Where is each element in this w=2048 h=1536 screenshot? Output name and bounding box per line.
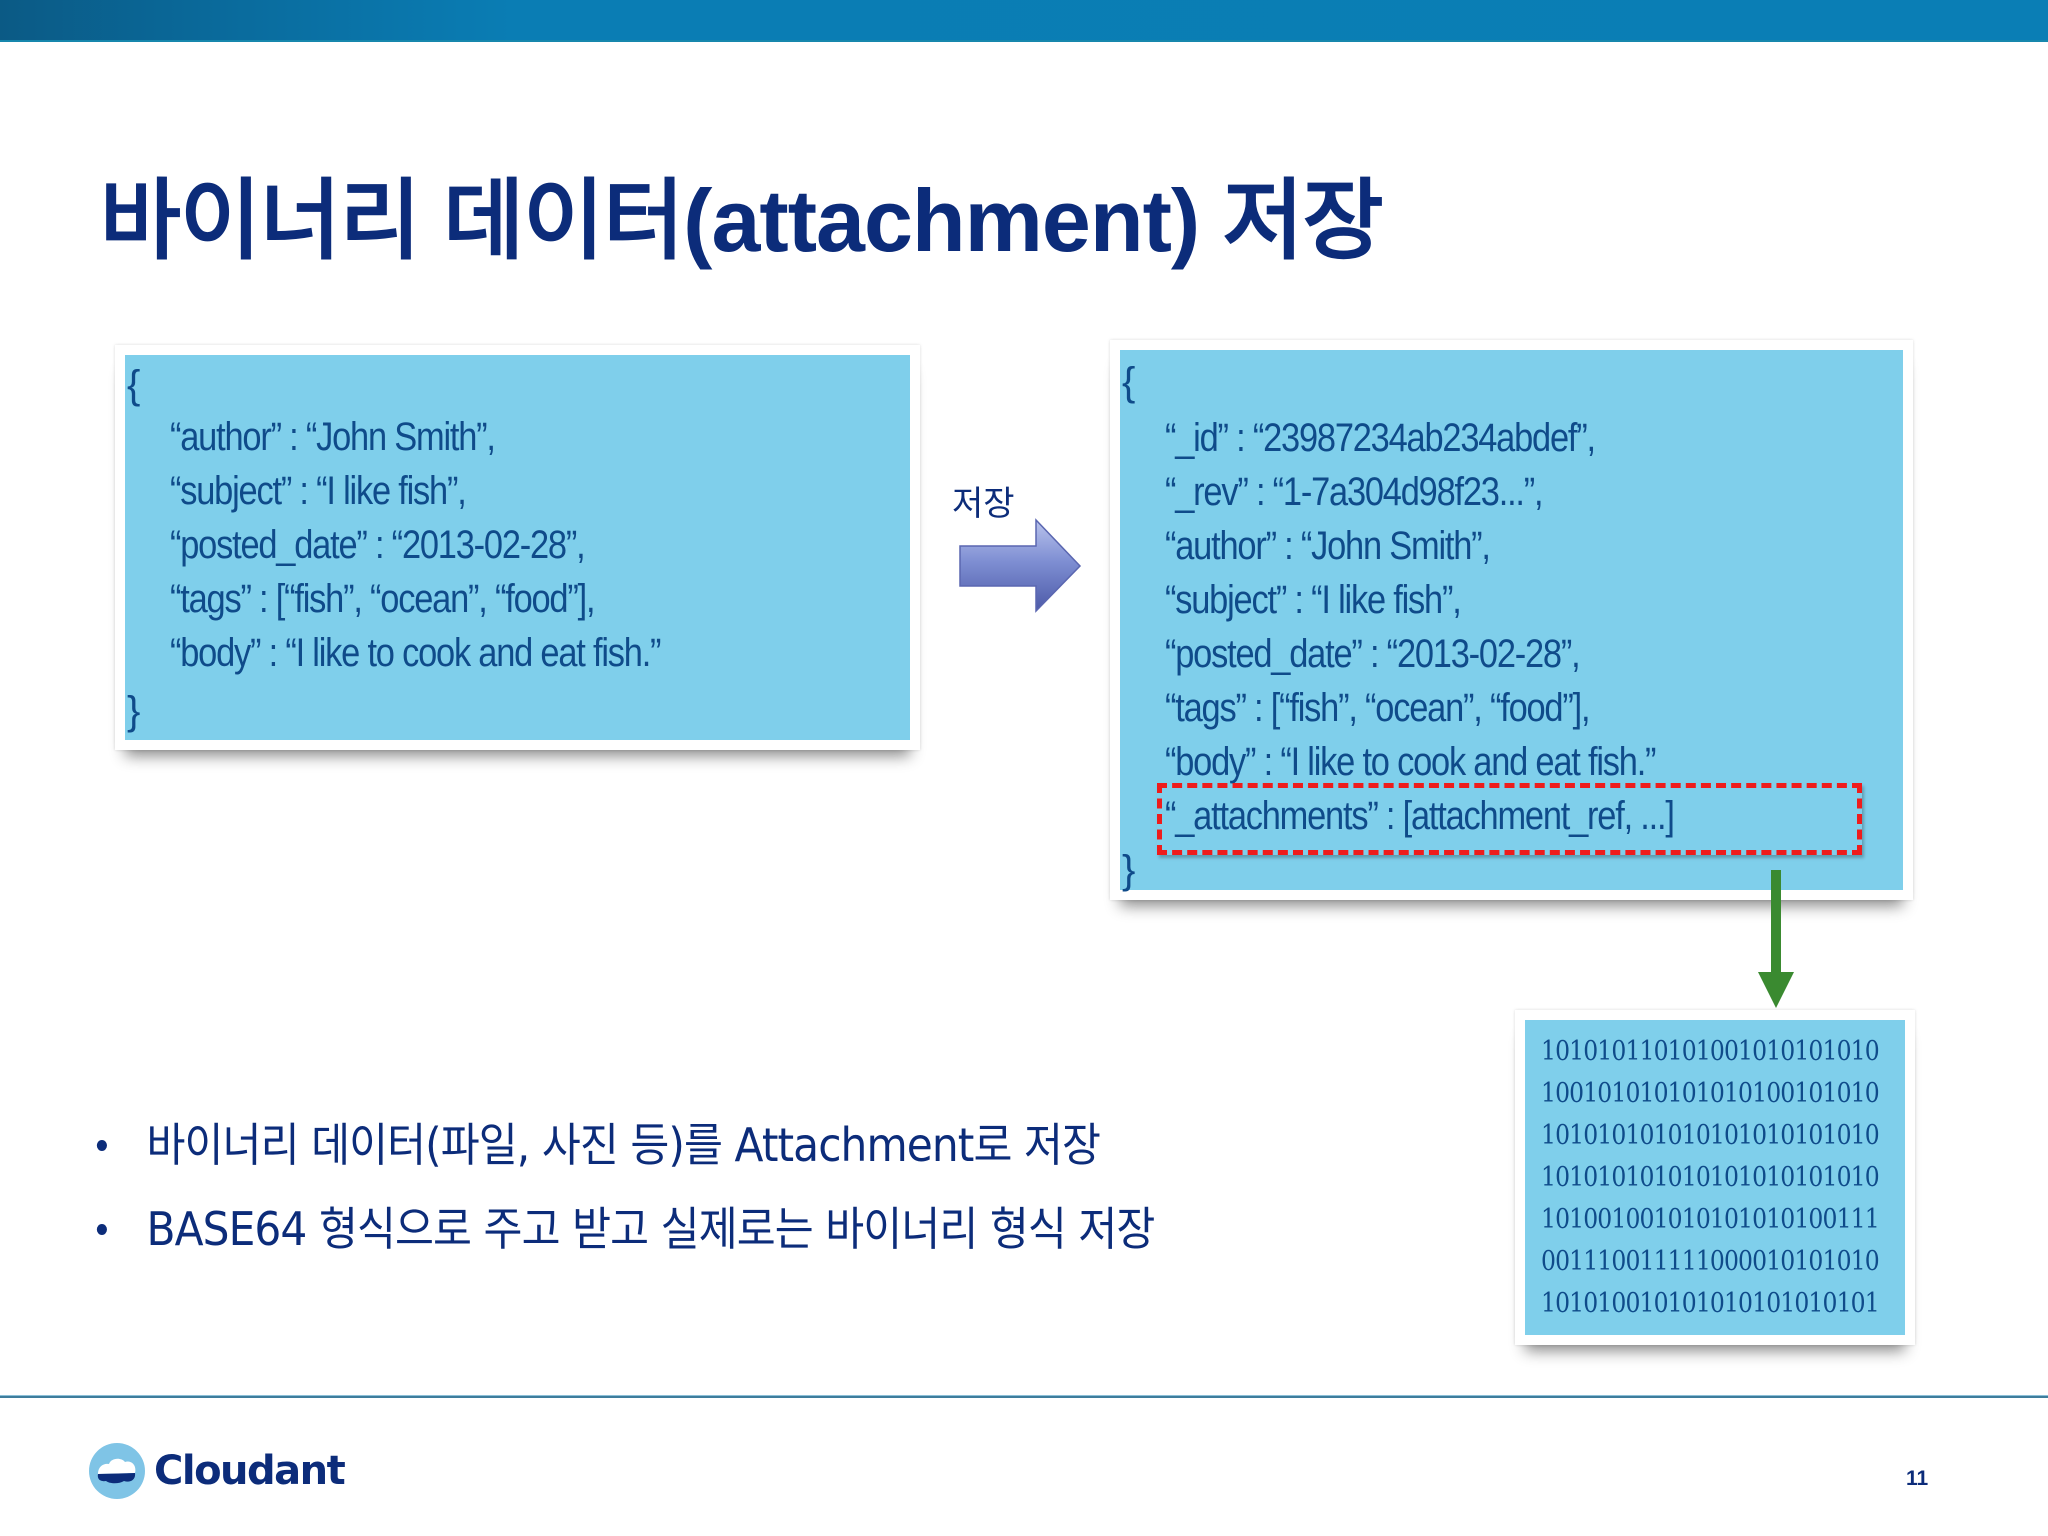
- close-brace: }: [127, 689, 141, 733]
- open-brace: {: [1122, 360, 1136, 404]
- code-line: “author” : “John Smith”,: [1165, 524, 1491, 568]
- code-line: “author” : “John Smith”,: [170, 415, 496, 459]
- binary-line: 101001001010101010100111: [1541, 1204, 1880, 1235]
- bullet-item: 바이너리 데이터(파일, 사진 등)를 Attachment로 저장: [95, 1110, 1154, 1194]
- code-line: “subject” : “I like fish”,: [1165, 578, 1462, 622]
- original-document-body: { “author” : “John Smith”, “subject” : “…: [125, 355, 910, 740]
- binary-line: 101010010101010101010101: [1541, 1288, 1880, 1319]
- slide-title: 바이너리 데이터(attachment) 저장: [100, 171, 1384, 270]
- open-brace: {: [127, 363, 141, 407]
- bullet-item: BASE64 형식으로 주고 받고 실제로는 바이너리 형식 저장: [95, 1194, 1156, 1278]
- logo-text: Cloudant: [154, 1448, 346, 1494]
- footer-divider: [0, 1395, 2048, 1398]
- attachments-line: “_attachments” : [attachment_ref, ...]: [1165, 794, 1675, 838]
- bullet-dot-icon: [96, 1224, 107, 1235]
- bullet-text: 바이너리 데이터(파일, 사진 등)를 Attachment로 저장: [146, 1118, 1101, 1172]
- stored-document-body: { “_id” : “23987234ab234abdef”, “_rev” :…: [1120, 350, 1903, 890]
- original-document-card: { “author” : “John Smith”, “subject” : “…: [115, 345, 920, 750]
- code-line: “body” : “I like to cook and eat fish.”: [170, 631, 662, 675]
- binary-line: 101010101010101010101010: [1541, 1162, 1880, 1193]
- bullet-text: BASE64 형식으로 주고 받고 실제로는 바이너리 형식 저장: [146, 1202, 1156, 1256]
- down-arrow-icon: [1758, 870, 1794, 1008]
- bullet-dot-icon: [96, 1140, 107, 1151]
- close-brace: }: [1122, 848, 1136, 892]
- cloudant-logo: Cloudant: [88, 1442, 346, 1500]
- store-label: 저장: [952, 484, 1015, 524]
- binary-line: 101010110101001010101010: [1541, 1036, 1880, 1067]
- code-line: “subject” : “I like fish”,: [170, 469, 467, 513]
- cloud-logo-icon: [89, 1443, 145, 1499]
- code-line: “posted_date” : “2013-02-28”,: [170, 523, 586, 567]
- binary-data-body: 101010110101001010101010 100101010101010…: [1525, 1020, 1905, 1335]
- binary-line: 100101010101010100101010: [1541, 1078, 1880, 1109]
- code-line: “body” : “I like to cook and eat fish.”: [1165, 740, 1657, 784]
- header-bar: [0, 0, 2048, 42]
- code-line: “_rev” : “1-7a304d98f23...”,: [1165, 470, 1544, 514]
- page-number: 11: [1906, 1467, 1929, 1490]
- binary-line: 001110011111000010101010: [1541, 1246, 1880, 1277]
- bullet-list: 바이너리 데이터(파일, 사진 등)를 Attachment로 저장 BASE6…: [95, 1110, 1247, 1278]
- binary-data-card: 101010110101001010101010 100101010101010…: [1515, 1010, 1915, 1345]
- code-line: “tags” : [“fish”, “ocean”, “food”],: [170, 577, 596, 621]
- code-line: “posted_date” : “2013-02-28”,: [1165, 632, 1581, 676]
- binary-line: 101010101010101010101010: [1541, 1120, 1880, 1151]
- code-line: “tags” : [“fish”, “ocean”, “food”],: [1165, 686, 1591, 730]
- stored-document-card: { “_id” : “23987234ab234abdef”, “_rev” :…: [1110, 340, 1913, 900]
- attachments-highlight-box: [1157, 783, 1862, 855]
- right-arrow-icon: [959, 518, 1082, 613]
- code-line: “_id” : “23987234ab234abdef”,: [1165, 416, 1596, 460]
